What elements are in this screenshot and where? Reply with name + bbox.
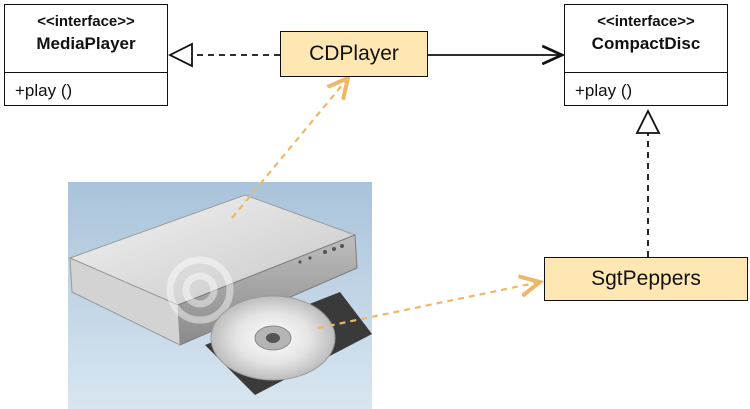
compactdisc-method: +play () [575,81,633,100]
sgtpeppers-class-box[interactable]: SgtPeppers [544,257,748,301]
mediaplayer-method: +play () [15,81,73,100]
cdplayer-class-box[interactable]: CDPlayer [280,31,428,77]
annotation-arrow-sgtpeppers [317,282,540,330]
realization-mediaplayer-triangle [167,42,193,68]
compactdisc-interface-box[interactable]: <<interface>> CompactDisc +play () [564,4,728,106]
compactdisc-stereotype: <<interface>> [597,13,695,30]
mediaplayer-interface-box[interactable]: <<interface>> MediaPlayer +play () [4,4,168,106]
compactdisc-name: CompactDisc [591,34,701,53]
sgtpeppers-label: SgtPeppers [591,267,701,290]
realization-compactdisc-triangle [635,108,661,134]
mediaplayer-name: MediaPlayer [36,34,136,53]
mediaplayer-header: <<interface>> MediaPlayer [5,5,167,73]
annotation-arrow-cdplayer [231,78,348,219]
cd-player-photo [68,182,372,409]
mediaplayer-stereotype: <<interface>> [37,13,135,30]
compactdisc-header: <<interface>> CompactDisc [565,5,727,73]
cdplayer-label: CDPlayer [309,42,399,65]
